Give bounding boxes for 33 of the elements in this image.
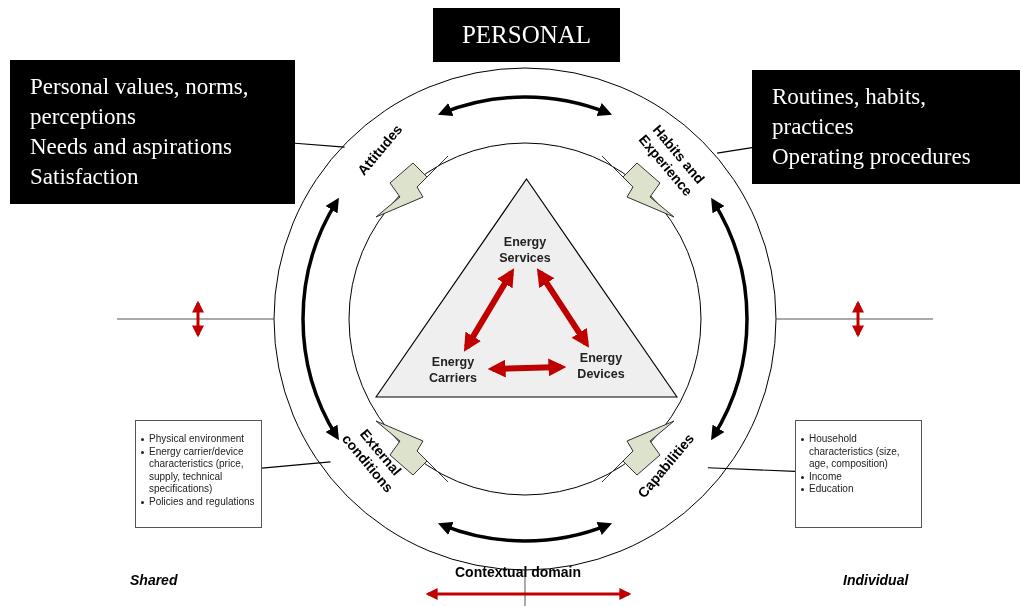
heading-box: PERSONAL [433,8,620,62]
bullet-item: Energy carrier/device characteristics (price, supply, technical specifications) [140,445,257,496]
bullet-item: Policies and regulations [140,495,257,508]
double-arrow [437,95,613,117]
callout-text: Satisfaction [30,163,140,191]
double-arrow [536,268,590,348]
callout-text: Routines, habits, practices [772,83,927,141]
double-arrow [487,358,567,378]
note-box [795,420,922,528]
bullet-item: Physical environment [140,433,257,446]
double-arrow [301,197,339,441]
callout-box [752,70,1020,184]
triangle-label: Energy Carriers [421,354,485,386]
leader-line [261,461,332,469]
domain-label: Contextual domain [455,563,581,582]
callout-text: Needs and aspirations [30,133,233,161]
bullet-item: Income [800,470,917,483]
callout-box [10,60,295,204]
bullet-item: Household characteristics (size, age, composition) [800,433,917,471]
leader-line [707,467,796,472]
callout-text: Operating procedures [772,143,972,171]
leader-line [294,142,346,148]
domain-label: Shared [130,571,178,590]
note-box [135,420,262,528]
triangle-label: Energy Services [493,234,557,266]
domain-label: Individual [843,571,909,590]
triangle-label: Energy Devices [569,350,633,382]
double-arrow [711,197,749,441]
double-arrow [463,268,515,352]
bullet-item: Education [800,483,917,496]
double-arrow [437,521,613,543]
leader-line [716,147,753,154]
callout-text: Personal values, norms, perceptions [30,73,250,131]
